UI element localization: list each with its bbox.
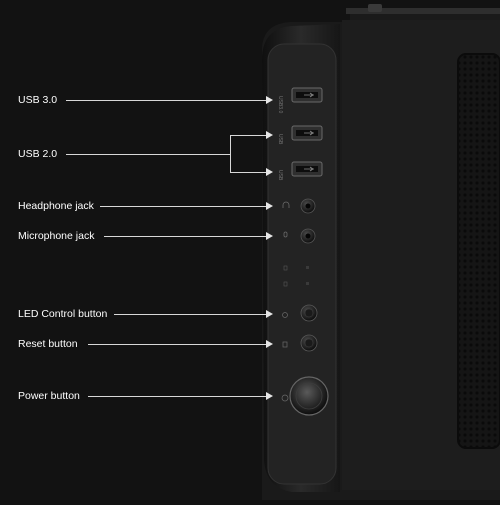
led-control-button bbox=[282, 304, 318, 322]
leader-line-reset bbox=[88, 344, 266, 345]
power-icon bbox=[281, 394, 289, 402]
usb2-mark-b: USB bbox=[277, 170, 283, 181]
leader-line-usb2 bbox=[66, 154, 230, 155]
light-icon bbox=[282, 312, 288, 318]
microphone-icon bbox=[283, 231, 288, 238]
arrow-led-control bbox=[266, 310, 273, 318]
arrow-usb2-b bbox=[266, 168, 273, 176]
hdd-led bbox=[306, 266, 309, 269]
leader-line-headphone bbox=[100, 206, 266, 207]
usb3-port: USB3.0 bbox=[277, 87, 323, 113]
arrow-usb3 bbox=[266, 96, 273, 104]
label-led-control: LED Control button bbox=[18, 308, 108, 320]
arrow-headphone bbox=[266, 202, 273, 210]
usb-icon bbox=[304, 166, 314, 172]
reset-button bbox=[282, 334, 318, 352]
headphone-icon bbox=[282, 201, 290, 208]
status-leds bbox=[283, 265, 309, 287]
label-power: Power button bbox=[18, 390, 80, 402]
reset-icon bbox=[282, 341, 288, 348]
usb3-mark: USB3.0 bbox=[277, 96, 283, 113]
arrow-power bbox=[266, 392, 273, 400]
hdd-led-icon bbox=[283, 265, 288, 271]
usb2-port-b: USB bbox=[277, 161, 323, 181]
leader-line-usb2-a bbox=[230, 135, 266, 136]
leader-line-usb3 bbox=[66, 100, 266, 101]
label-microphone: Microphone jack bbox=[18, 230, 95, 242]
power-led bbox=[306, 282, 309, 285]
arrow-usb2-a bbox=[266, 131, 273, 139]
power-button bbox=[281, 376, 329, 416]
microphone-jack bbox=[283, 228, 316, 244]
headphone-jack bbox=[282, 198, 316, 214]
leader-line-usb2-b bbox=[230, 172, 266, 173]
usb2-mark-a: USB bbox=[277, 134, 283, 145]
label-reset: Reset button bbox=[18, 338, 78, 350]
mesh-panel bbox=[457, 53, 500, 449]
leader-line-led-control bbox=[114, 314, 266, 315]
power-led-icon bbox=[283, 281, 288, 287]
leader-bracket-usb2 bbox=[230, 135, 231, 173]
arrow-reset bbox=[266, 340, 273, 348]
label-usb3: USB 3.0 bbox=[18, 94, 58, 106]
usb2-port-a: USB bbox=[277, 125, 323, 145]
leader-line-power bbox=[88, 396, 266, 397]
case-body bbox=[262, 4, 500, 500]
leader-line-microphone bbox=[104, 236, 266, 237]
label-usb2: USB 2.0 bbox=[18, 148, 58, 160]
usb-icon bbox=[304, 130, 314, 136]
io-panel bbox=[267, 43, 337, 485]
arrow-microphone bbox=[266, 232, 273, 240]
usb-icon bbox=[304, 92, 314, 98]
label-headphone: Headphone jack bbox=[18, 200, 94, 212]
